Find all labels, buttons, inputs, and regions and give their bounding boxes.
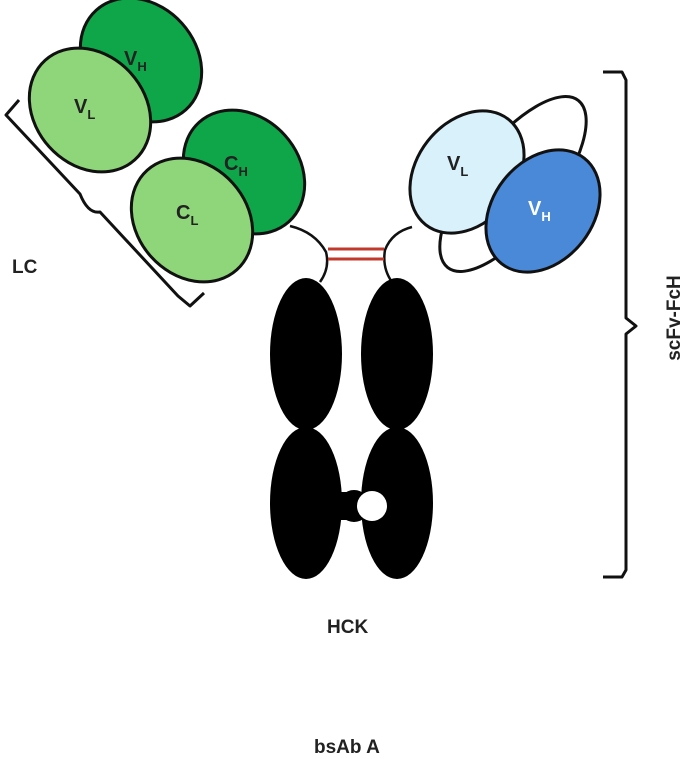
left-ch3-domain bbox=[270, 427, 342, 579]
right-vl-label: VL bbox=[447, 153, 468, 179]
hole bbox=[357, 491, 387, 521]
left-cl-label: CL bbox=[176, 202, 198, 228]
left-vl-domain bbox=[27, 46, 153, 174]
left-ch2-domain bbox=[270, 278, 342, 430]
right-scfv-arm: VL VH bbox=[408, 95, 602, 274]
left-fab-arm: VH VL CH CL bbox=[27, 0, 307, 284]
right-ch3-domain bbox=[361, 427, 433, 579]
left-vl-label: VL bbox=[74, 96, 95, 122]
right-ch2-domain bbox=[361, 278, 433, 430]
hinge-region bbox=[289, 224, 413, 283]
right-vh-label: VH bbox=[528, 198, 551, 224]
lc-label: LC bbox=[12, 257, 38, 278]
left-vh-label: VH bbox=[124, 48, 147, 74]
lc-bracket bbox=[4, 99, 206, 308]
scfv-fch-label: scFv-FcH bbox=[664, 275, 685, 361]
hck-label: HCK bbox=[327, 617, 368, 638]
scfv-fch-bracket bbox=[603, 70, 638, 579]
left-hinge-line bbox=[289, 224, 329, 283]
left-cl-domain bbox=[129, 156, 255, 284]
left-ch-label: CH bbox=[224, 153, 248, 179]
right-hinge-line bbox=[383, 225, 413, 283]
fc-region bbox=[270, 278, 433, 579]
diagram-title: bsAb A bbox=[314, 737, 380, 758]
right-vh-domain bbox=[484, 148, 602, 274]
